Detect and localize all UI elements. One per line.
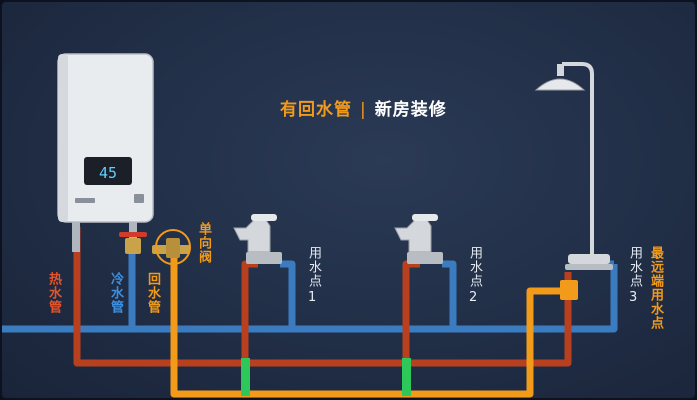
farthest-point-label: 最远端用水点 <box>648 246 663 330</box>
shower-icon <box>534 62 613 270</box>
green-connector-1 <box>241 358 250 396</box>
green-connector-2 <box>402 358 411 396</box>
point-1-number: 1 <box>308 290 317 305</box>
point-2-number: 2 <box>469 290 478 305</box>
inlet-valve <box>119 232 147 254</box>
mixing-valve <box>560 280 578 300</box>
title-part-2: 新房装修 <box>374 100 447 120</box>
check-valve-label: 单向阀 <box>196 222 211 264</box>
point-2-label: 用水点 <box>467 246 482 288</box>
point-3-label: 用水点 <box>627 246 642 288</box>
title-separator: | <box>360 100 367 120</box>
hot-pipe-label: 热水管 <box>46 272 61 314</box>
cold-pipe-label: 冷水管 <box>108 272 123 314</box>
faucet-2-icon <box>394 214 443 264</box>
water-heater: 45 <box>57 53 154 252</box>
page-title: 有回水管 | 新房装修 <box>280 95 447 120</box>
title-part-1: 有回水管 <box>280 100 352 120</box>
check-valve-icon <box>152 229 191 265</box>
return-pipe-label: 回水管 <box>145 272 160 314</box>
return-water-pipe <box>170 252 570 398</box>
point-3-number: 3 <box>629 290 638 305</box>
faucet-1-icon <box>233 214 282 264</box>
heater-display: 45 <box>99 164 117 182</box>
point-1-label: 用水点 <box>306 246 321 288</box>
